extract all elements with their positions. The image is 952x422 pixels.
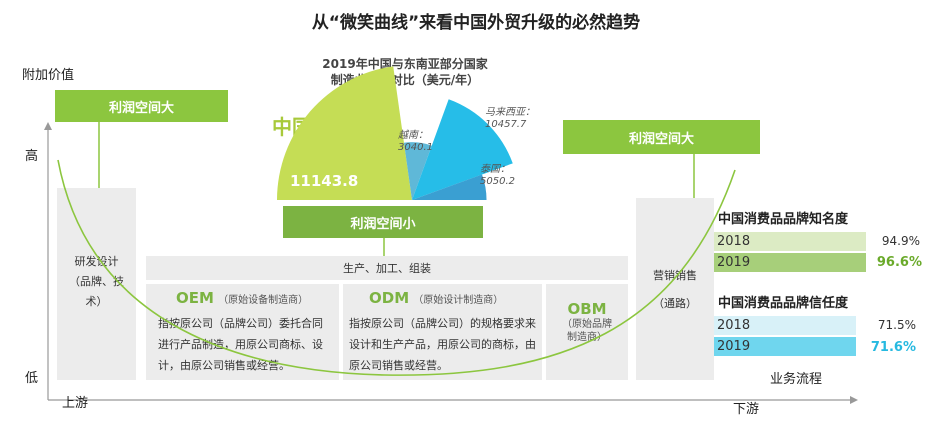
odm-desc-1: 指按原公司（品牌公司）的规格要求来 [349, 317, 536, 330]
awareness-year-2019: 2019 [717, 255, 751, 270]
wage-chart-title-line1: 2019年中国与东南亚部分国家 [322, 57, 488, 71]
obm-panel: OBM （原始品牌 制造商） [546, 284, 628, 380]
x-axis-label: 业务流程 [770, 372, 823, 387]
malaysia-sector [412, 99, 513, 200]
trust-bar-2019: 2019 [714, 337, 856, 356]
connector-right [693, 154, 695, 200]
rd-line2: （品牌、技 [69, 274, 124, 288]
thailand-value: 5050.2 [480, 176, 515, 187]
oem-full: （原始设备制造商） [218, 295, 309, 306]
vietnam-label: 越南： 3040.1 [398, 130, 433, 154]
awareness-pct-2018: 94.9% [881, 234, 920, 248]
thailand-label: 泰国： 5050.2 [480, 164, 515, 188]
odm-abbr: ODM [369, 289, 410, 307]
malaysia-label: 马来西亚： 10457.7 [485, 107, 535, 131]
y-axis-arrow [44, 122, 52, 130]
oem-desc-3: 计，由原公司销售或经营。 [158, 358, 290, 372]
oem-desc-1: 指按原公司（品牌公司）委托合同 [158, 317, 323, 330]
odm-panel: ODM （原始设计制造商） 指按原公司（品牌公司）的规格要求来 设计和生产产品，… [343, 284, 542, 380]
rd-line3: 术） [85, 294, 108, 308]
profit-large-left: 利润空间大 [55, 90, 228, 122]
x-axis-start: 上游 [62, 396, 89, 411]
production-header: 生产、加工、组装 [146, 256, 628, 280]
marketing-line2: （通路） [653, 296, 697, 310]
marketing-line1: 营销销售 [653, 269, 697, 282]
profit-large-left-label: 利润空间大 [108, 100, 174, 116]
awareness-bar-2019: 2019 [714, 253, 866, 272]
obm-abbr: OBM [567, 300, 607, 318]
awareness-bar-2018: 2018 [714, 232, 866, 251]
oem-abbr: OEM [176, 289, 214, 307]
trust-pct-2019: 71.6% [870, 340, 916, 355]
y-axis-high: 高 [25, 149, 39, 164]
trust-year-2019: 2019 [717, 339, 751, 354]
odm-desc-2: 设计和生产产品，用原公司的商标，由 [349, 337, 536, 351]
awareness-year-2018: 2018 [717, 234, 751, 249]
thailand-sector [412, 174, 487, 200]
trust-year-2018: 2018 [717, 318, 751, 333]
production-header-label: 生产、加工、组装 [343, 262, 431, 275]
x-axis-arrow [850, 396, 858, 404]
connector-center [383, 238, 385, 256]
connector-left [98, 122, 100, 192]
thailand-name: 泰国： [480, 164, 510, 175]
obm-full2: 制造商） [567, 332, 607, 343]
odm-desc-3: 原公司销售或经营。 [349, 358, 448, 372]
malaysia-name: 马来西亚： [485, 107, 535, 118]
page-title: 从“微笑曲线”来看中国外贸升级的必然趋势 [311, 13, 641, 33]
vietnam-value: 3040.1 [398, 142, 433, 153]
trust-bar-2018: 2018 [714, 316, 856, 335]
obm-full1: （原始品牌 [562, 319, 612, 330]
profit-small-label: 利润空间小 [350, 216, 416, 232]
oem-desc-2: 进行产品制造，用原公司商标、设 [158, 337, 323, 351]
brand-awareness-title: 中国消费品品牌知名度 [718, 212, 849, 227]
y-axis-low: 低 [25, 371, 39, 386]
rd-line1: 研发设计 [74, 255, 119, 268]
vietnam-sector [403, 142, 432, 200]
malaysia-value: 10457.7 [485, 119, 527, 130]
x-axis-end: 下游 [733, 402, 760, 417]
rd-panel: 研发设计 （品牌、技 术） [57, 188, 136, 380]
marketing-panel: 营销销售 （通路） [636, 198, 714, 380]
profit-large-right-label: 利润空间大 [628, 131, 694, 147]
vietnam-name: 越南： [398, 130, 428, 141]
awareness-pct-2019: 96.6% [876, 255, 922, 270]
oem-panel: OEM （原始设备制造商） 指按原公司（品牌公司）委托合同 进行产品制造，用原公… [146, 284, 339, 380]
odm-full: （原始设计制造商） [413, 295, 504, 306]
china-sector [277, 66, 412, 200]
china-value-label: 11143.8 [290, 172, 359, 190]
trust-pct-2018: 71.5% [877, 318, 916, 332]
brand-trust-title: 中国消费品品牌信任度 [718, 296, 849, 311]
y-axis-label: 附加价值 [22, 68, 75, 83]
profit-large-right: 利润空间大 [563, 120, 760, 154]
profit-small: 利润空间小 [283, 206, 483, 238]
